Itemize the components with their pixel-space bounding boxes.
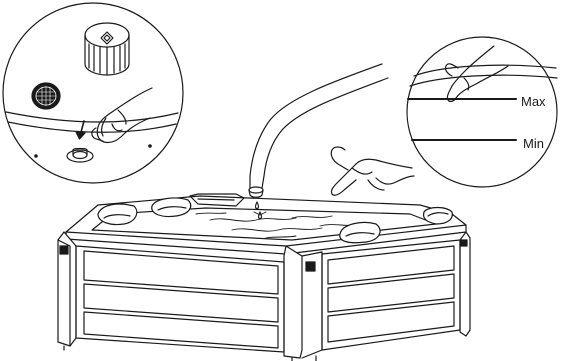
min-level-label: Min [523, 136, 544, 151]
left-corner-post-side [57, 239, 71, 347]
finger-pointing-icon [444, 45, 509, 103]
front-left-panel [75, 245, 285, 353]
filter-cover-icon [31, 82, 61, 110]
skimmer-inner [197, 198, 235, 201]
front-corner-post [283, 245, 303, 359]
tub-rim-edge-inner [7, 121, 177, 133]
filter-port-icon [66, 147, 94, 163]
rim-dot [34, 154, 38, 158]
skimmer-icon [189, 193, 245, 207]
water-surface [195, 211, 363, 239]
front-right-panel [321, 239, 461, 351]
level-callout-circle [406, 36, 558, 188]
hot-tub-icon [57, 193, 471, 361]
filter-cartridge-icon [84, 22, 130, 76]
filter-callout-circle [2, 2, 184, 184]
tub-rim-edge [5, 111, 179, 123]
logo-badge-icon [59, 239, 468, 272]
right-corner-post [459, 231, 471, 337]
tub-rim-front-edge-lower [65, 224, 467, 255]
pointing-hand-icon [330, 146, 415, 196]
tub-wall-top-inner [409, 74, 558, 87]
water-drop-icon [254, 201, 263, 220]
down-arrow-icon [75, 120, 86, 140]
water-level-callout [406, 36, 558, 188]
hose-icon [248, 63, 389, 198]
pillow-icon [97, 197, 453, 244]
hand-icon [91, 87, 153, 144]
tub-wall-top [413, 64, 557, 77]
rim-dot [148, 144, 152, 148]
filter-callout [2, 2, 184, 184]
tub-rim-front [65, 204, 99, 233]
max-level-label: Max [521, 94, 546, 109]
